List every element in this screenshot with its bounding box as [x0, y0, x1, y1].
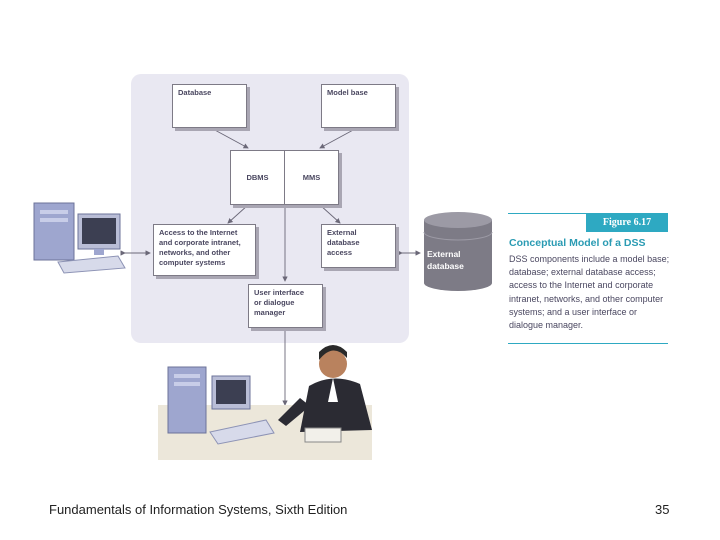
user-interface-box: User interface or dialogue manager — [248, 284, 323, 328]
caption-bottom-rule — [508, 343, 668, 344]
model-base-label: Model base — [327, 88, 368, 97]
user-illustration — [158, 345, 372, 460]
external-database-access-box: External database access — [321, 224, 396, 268]
database-box: Database — [172, 84, 247, 128]
user-interface-label: User interface or dialogue manager — [254, 288, 305, 317]
mms-label: MMS — [302, 172, 321, 182]
access-internet-box: Access to the Internet and corporate int… — [153, 224, 256, 276]
figure-label: Figure 6.17 — [586, 213, 668, 232]
footer-title: Fundamentals of Information Systems, Six… — [49, 502, 348, 517]
connector-arrows — [120, 124, 421, 406]
external-database-label: External database — [427, 249, 464, 271]
mms-box: MMS — [284, 150, 339, 205]
model-base-box: Model base — [321, 84, 396, 128]
caption-heading: Conceptual Model of a DSS — [509, 237, 646, 249]
external-database-icon — [423, 212, 493, 291]
caption-body: DSS components include a model base; dat… — [509, 254, 670, 331]
access-internet-label: Access to the Internet and corporate int… — [159, 228, 241, 267]
computer-icon — [33, 202, 126, 274]
dbms-label: DBMS — [246, 172, 269, 182]
dbms-box: DBMS — [230, 150, 285, 205]
external-database-access-label: External database access — [327, 228, 360, 257]
page-number: 35 — [655, 502, 670, 517]
database-label: Database — [178, 88, 212, 97]
